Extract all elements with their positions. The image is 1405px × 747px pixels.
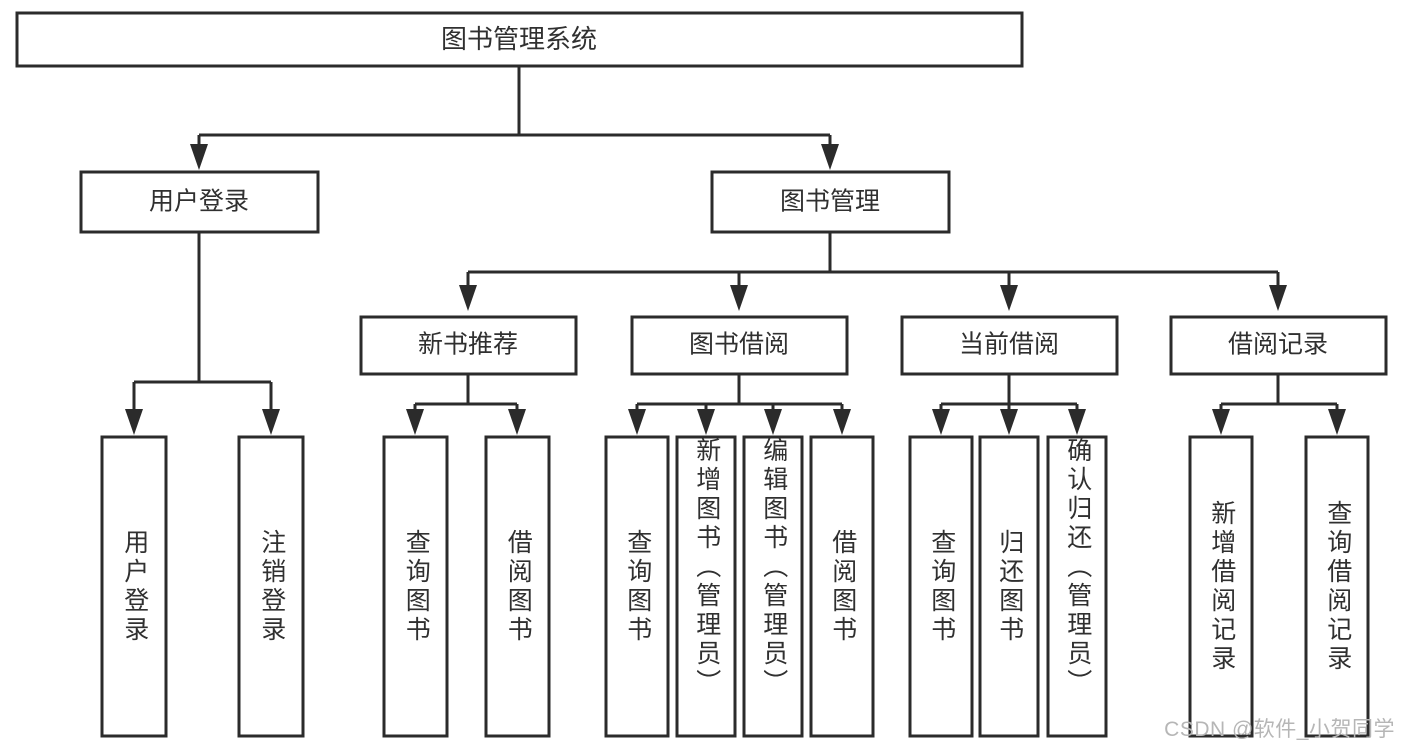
- leaf-box-borrow-book-2[interactable]: [742, 435, 804, 738]
- arrow-icon: [406, 409, 424, 435]
- arrow-icon: [125, 409, 143, 435]
- csdn-watermark: CSDN @软件_小贺同学: [1164, 718, 1395, 741]
- leaf-box-borrow-book-3[interactable]: [809, 435, 875, 738]
- arrow-icon: [190, 144, 208, 170]
- node-borrow-record-box[interactable]: [1169, 315, 1388, 376]
- node-book-borrow-box[interactable]: [630, 315, 849, 376]
- arrow-icon: [1000, 409, 1018, 435]
- arrow-icon: [508, 409, 526, 435]
- arrow-icon: [1068, 409, 1086, 435]
- node-book-manage[interactable]: 图书管理: [710, 170, 951, 234]
- leaf-box-borrow-record-1[interactable]: [1304, 435, 1370, 738]
- node-user-login-label: 用户登录: [149, 188, 249, 216]
- leaf-box-borrow-book-1[interactable]: [675, 435, 737, 738]
- node-root-label: 图书管理系统: [441, 24, 597, 54]
- node-book-borrow-label: 图书借阅: [689, 331, 789, 359]
- node-book-borrow[interactable]: 图书借阅: [630, 315, 849, 376]
- arrow-icon: [1000, 285, 1018, 311]
- leaf-box-new-book-1[interactable]: [484, 435, 551, 738]
- node-borrow-record-label: 借阅记录: [1228, 331, 1328, 359]
- arrow-icon: [764, 409, 782, 435]
- node-root-box[interactable]: [15, 11, 1024, 68]
- arrow-icon: [821, 144, 839, 170]
- leaf-box-user-login-1[interactable]: [237, 435, 305, 738]
- leaf-box-user-login-0[interactable]: [100, 435, 168, 738]
- node-current-borrow-label: 当前借阅: [959, 331, 1059, 359]
- leaf-box-borrow-book-0[interactable]: [604, 435, 670, 738]
- arrow-icon: [697, 409, 715, 435]
- node-book-manage-label: 图书管理: [780, 188, 880, 216]
- node-user-login[interactable]: 用户登录: [79, 170, 320, 234]
- node-new-book-recommend-box[interactable]: [359, 315, 578, 376]
- arrow-icon: [459, 285, 477, 311]
- arrow-icon: [730, 285, 748, 311]
- node-current-borrow-box[interactable]: [900, 315, 1119, 376]
- arrow-icon: [1269, 285, 1287, 311]
- node-new-book-recommend-label: 新书推荐: [418, 331, 518, 359]
- leaf-box-current-borrow-0[interactable]: [908, 435, 974, 738]
- arrow-icon: [932, 409, 950, 435]
- node-new-book-recommend[interactable]: 新书推荐: [359, 315, 578, 376]
- arrow-icon: [833, 409, 851, 435]
- node-borrow-record[interactable]: 借阅记录: [1169, 315, 1388, 376]
- arrow-icon: [262, 409, 280, 435]
- node-book-manage-box[interactable]: [710, 170, 951, 234]
- arrow-icon: [1328, 409, 1346, 435]
- arrow-icon: [1212, 409, 1230, 435]
- node-current-borrow[interactable]: 当前借阅: [900, 315, 1119, 376]
- leaf-box-current-borrow-2[interactable]: [1046, 435, 1108, 738]
- node-user-login-box[interactable]: [79, 170, 320, 234]
- arrow-icon: [628, 409, 646, 435]
- leaf-box-new-book-0[interactable]: [382, 435, 449, 738]
- connector-layer: [125, 66, 1346, 435]
- node-root[interactable]: 图书管理系统: [15, 11, 1024, 68]
- leaf-box-current-borrow-1[interactable]: [978, 435, 1040, 738]
- leaf-box-borrow-record-0[interactable]: [1188, 435, 1254, 738]
